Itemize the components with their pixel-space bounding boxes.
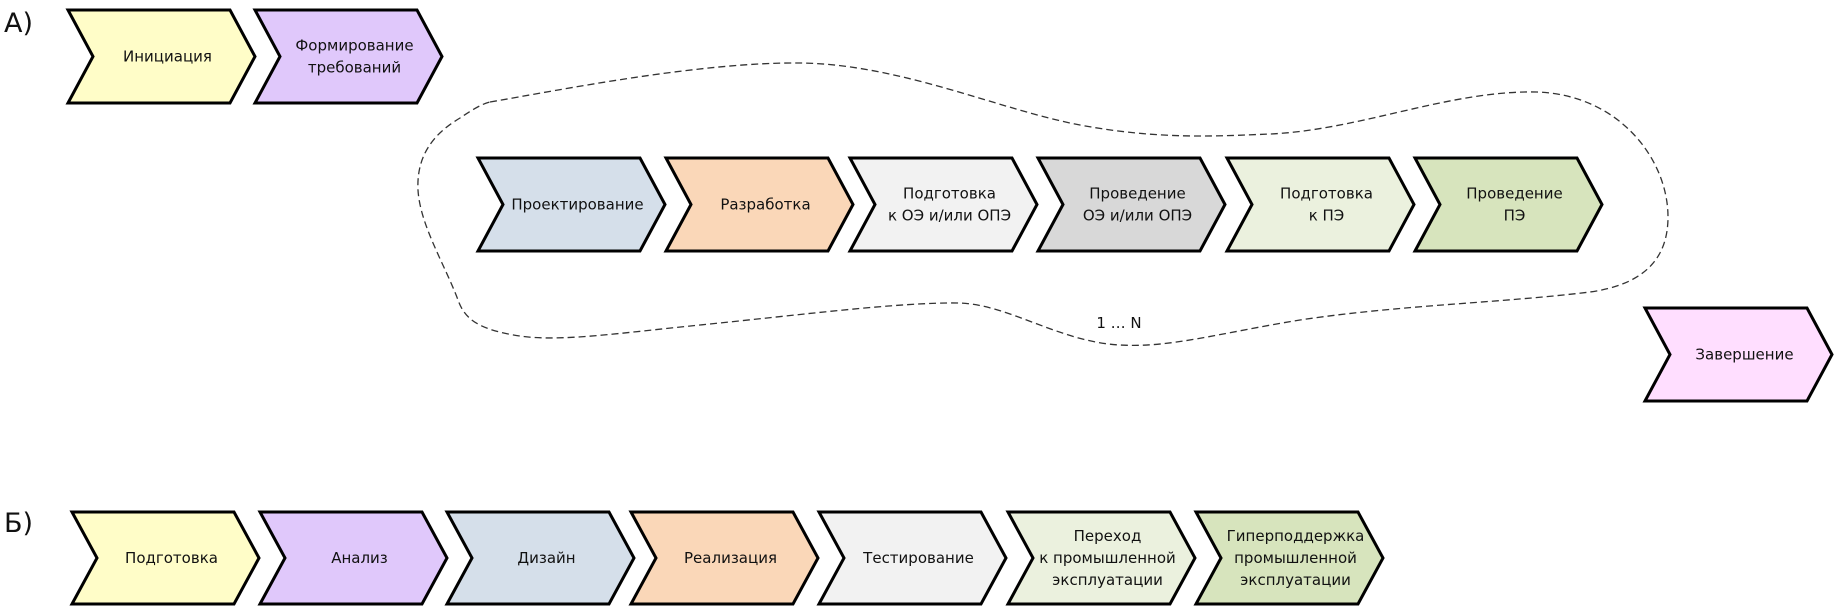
chevron-shape xyxy=(444,510,636,606)
chevron-shape xyxy=(1642,306,1834,403)
chevron-label: Формирование xyxy=(295,37,413,55)
step-b-1: Подготовка xyxy=(69,510,261,606)
chevron-label: к промышленной xyxy=(1039,549,1176,567)
chevron-label: требований xyxy=(308,59,401,77)
chevron-label: Проектирование xyxy=(511,196,643,214)
step-b-4: Реализация xyxy=(628,510,820,606)
step-a-loop-4: Проведение ОЭ и/или ОПЭ xyxy=(1035,156,1227,253)
step-b-5: Тестирование xyxy=(816,510,1008,606)
step-b-7: Гиперподдержка промышленной эксплуатации xyxy=(1193,510,1385,606)
chevron-shape xyxy=(816,510,1008,606)
chevron-label: Подготовка xyxy=(903,185,996,203)
step-b-3: Дизайн xyxy=(444,510,636,606)
step-a-pre-2: Формирование требований xyxy=(252,8,444,105)
chevron-shape xyxy=(257,510,449,606)
chevron-shape xyxy=(65,8,257,105)
step-a-loop-3: Подготовка к ОЭ и/или ОПЭ xyxy=(847,156,1039,253)
chevron-shape xyxy=(1412,156,1604,253)
chevron-shape xyxy=(628,510,820,606)
chevron-shape xyxy=(475,156,667,253)
step-b-2: Анализ xyxy=(257,510,449,606)
chevron-label: Гиперподдержка xyxy=(1227,527,1365,545)
step-a-pre-1: Инициация xyxy=(65,8,257,105)
step-a-loop-5: Подготовка к ПЭ xyxy=(1224,156,1416,253)
step-a-loop-2: Разработка xyxy=(663,156,855,253)
chevron-label: ПЭ xyxy=(1504,207,1526,225)
chevron-label: Анализ xyxy=(331,549,388,567)
chevron-label: Инициация xyxy=(123,48,212,66)
section-a-label: А) xyxy=(4,8,34,39)
chevron-label: Переход xyxy=(1074,527,1142,545)
chevron-shape xyxy=(69,510,261,606)
chevron-label: Дизайн xyxy=(517,549,575,567)
chevron-label: Проведение xyxy=(1466,185,1562,203)
step-a-final: Завершение xyxy=(1642,306,1834,403)
chevron-shape xyxy=(663,156,855,253)
chevron-label: промышленной xyxy=(1234,549,1357,567)
chevron-label: Подготовка xyxy=(125,549,218,567)
section-b-label: Б) xyxy=(4,508,34,539)
chevron-label: эксплуатации xyxy=(1052,571,1163,589)
chevron-label: Завершение xyxy=(1695,346,1793,364)
chevron-label: Подготовка xyxy=(1280,185,1373,203)
chevron-shape xyxy=(252,8,444,105)
chevron-shape xyxy=(847,156,1039,253)
iteration-loop-boundary xyxy=(417,62,1669,347)
chevron-label: Разработка xyxy=(720,196,810,214)
chevron-label: Проведение xyxy=(1089,185,1185,203)
chevron-label: эксплуатации xyxy=(1240,571,1351,589)
chevron-shape xyxy=(1224,156,1416,253)
chevron-shape xyxy=(1005,510,1197,606)
step-b-6: Переход к промышленной эксплуатации xyxy=(1005,510,1197,606)
chevron-label: Реализация xyxy=(684,549,777,567)
step-a-loop-1: Проектирование xyxy=(475,156,667,253)
chevron-label: к ОЭ и/или ОПЭ xyxy=(888,207,1011,225)
chevron-label: к ПЭ xyxy=(1309,207,1345,225)
chevron-label: Тестирование xyxy=(862,549,974,567)
loop-count-label: 1 … N xyxy=(1096,314,1141,332)
chevron-shape xyxy=(1193,510,1385,606)
chevron-shape xyxy=(1035,156,1227,253)
chevron-label: ОЭ и/или ОПЭ xyxy=(1083,207,1192,225)
